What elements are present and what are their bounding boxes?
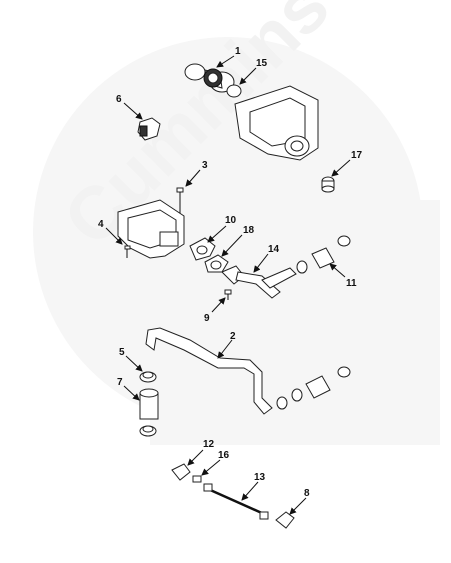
part-12-fitting	[171, 463, 191, 481]
callout-11: 11	[346, 278, 357, 289]
leader-4	[105, 227, 123, 245]
leader-17	[331, 159, 351, 177]
leader-15	[239, 67, 257, 85]
part-11-hose	[296, 235, 351, 274]
leader-3	[185, 169, 201, 187]
part-1-sleeve	[184, 63, 235, 93]
leader-16	[201, 459, 221, 476]
leader-9	[211, 297, 226, 313]
leader-8	[289, 497, 307, 515]
callout-6: 6	[116, 94, 122, 105]
callout-12: 12	[203, 439, 215, 450]
part-6-clamp	[137, 117, 161, 141]
part-8-elbow	[275, 511, 295, 529]
leader-1	[216, 55, 235, 68]
part-4-bolt	[124, 245, 131, 258]
callout-1: 1	[235, 46, 241, 57]
callout-15: 15	[256, 58, 268, 69]
leader-13	[241, 481, 259, 501]
part-5-clamp	[139, 371, 157, 383]
leader-10	[207, 225, 227, 243]
part-10-gasket	[189, 237, 216, 261]
part-7-hose	[139, 388, 159, 437]
part-2-pipe	[145, 327, 273, 415]
exhaust-housing	[234, 85, 319, 161]
part-16-nut	[192, 475, 202, 483]
part-13-line	[203, 483, 269, 520]
part-14-tube	[221, 265, 297, 299]
callout-17: 17	[351, 150, 363, 161]
callout-4: 4	[98, 219, 104, 230]
part-18-gasket	[204, 254, 229, 273]
callout-8: 8	[304, 488, 310, 499]
callout-7: 7	[117, 377, 123, 388]
leader-7	[123, 385, 140, 401]
leader-2	[217, 339, 233, 359]
part-15-ring	[226, 84, 242, 98]
leader-lines	[105, 55, 351, 515]
leader-14	[253, 253, 269, 273]
callout-18: 18	[243, 225, 255, 236]
callout-5: 5	[119, 347, 125, 358]
leader-12	[187, 449, 204, 466]
leader-6	[123, 102, 143, 120]
leader-18	[221, 234, 243, 257]
callout-13: 13	[254, 472, 266, 483]
callout-10: 10	[225, 215, 237, 226]
callouts: 1 15 6 3 17 4 10 18 14 11 9 2 5 7 12 16 …	[98, 46, 363, 499]
callout-14: 14	[268, 244, 280, 255]
callout-9: 9	[204, 313, 210, 324]
cummins-watermark: Cummins	[33, 0, 440, 445]
part-9-bolt	[224, 289, 232, 300]
callout-3: 3	[202, 160, 208, 171]
part-17-plug	[321, 176, 335, 193]
callout-2: 2	[230, 331, 236, 342]
leader-11	[329, 263, 346, 278]
pipe-2-hose-set	[276, 366, 351, 410]
leader-5	[125, 355, 143, 372]
callout-16: 16	[218, 450, 230, 461]
